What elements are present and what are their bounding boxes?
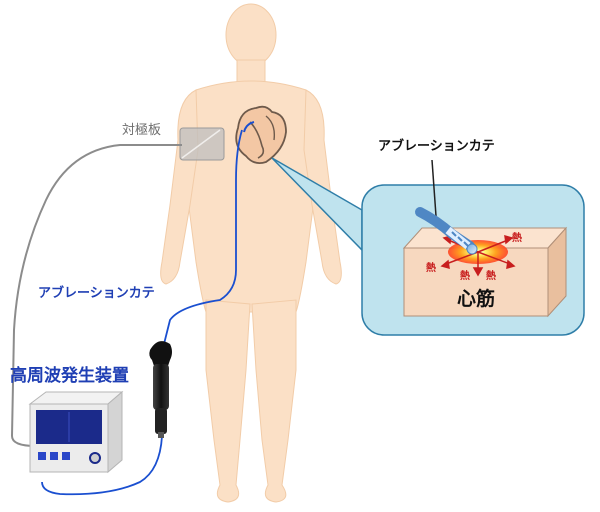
myocardium-label: 心筋 [457,288,496,310]
heart-icon [235,105,287,165]
body-catheter-label: アブレーションカテ [38,286,155,301]
return-electrode-pad [179,127,225,161]
callout-catheter-label: アブレーションカテ [378,139,495,154]
electrode-cable [10,144,182,447]
catheter-tip [415,159,478,255]
catheter-cable [163,129,243,345]
rf-generator-device [28,390,124,474]
heat-label-right-upper: 熱 [512,233,522,244]
return-electrode-label: 対極板 [122,123,162,138]
catheter-lower-cable [41,435,163,496]
catheter-handle [149,341,172,438]
heat-label-bottom-right: 熱 [486,271,496,282]
heat-label-left-upper: 熱 [426,263,436,274]
human-body-silhouette [160,3,342,503]
heat-label-bottom-left: 熱 [460,271,470,282]
rf-generator-label: 高周波発生装置 [10,366,129,386]
